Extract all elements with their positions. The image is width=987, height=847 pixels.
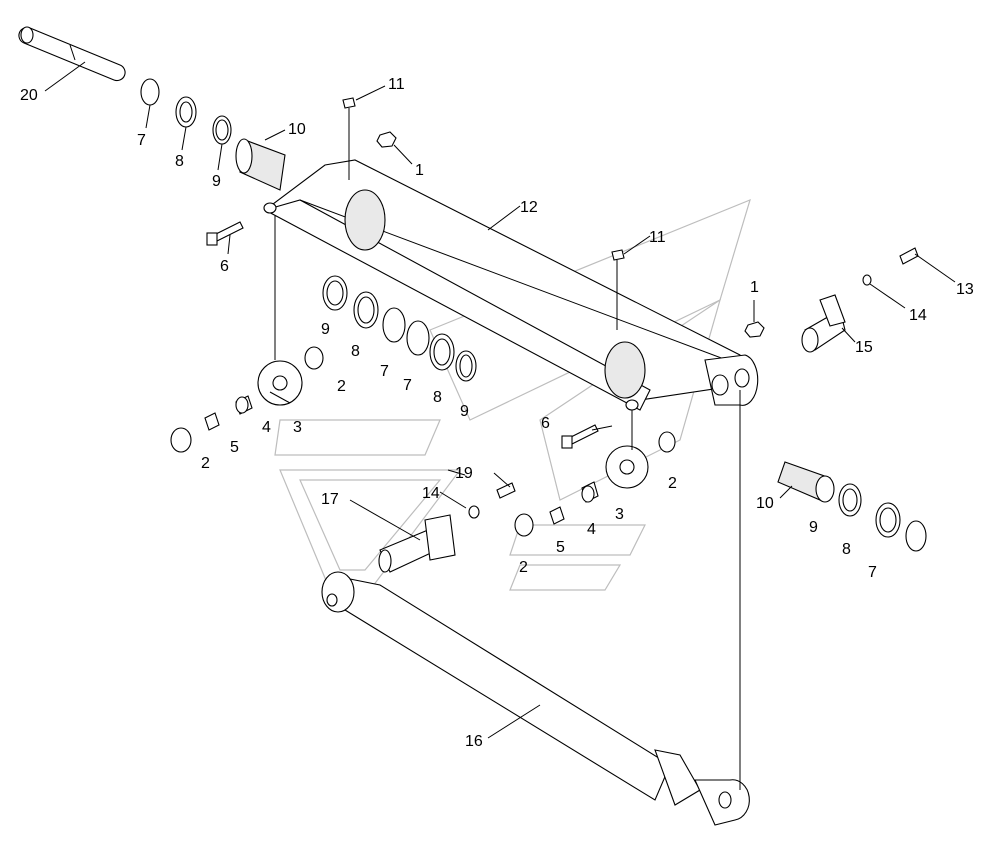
center-rings	[322, 275, 477, 382]
callout-8-b: 8	[351, 343, 360, 360]
callout-5-b: 5	[556, 539, 565, 556]
callout-20: 20	[20, 87, 38, 104]
callout-9-c: 9	[460, 403, 469, 420]
main-arm-12	[263, 159, 759, 411]
right-upper-parts	[801, 247, 919, 353]
callout-6-b: 6	[541, 415, 550, 432]
callout-9-b: 9	[321, 321, 330, 338]
left-sprocket-group	[170, 215, 324, 453]
callout-7-a: 7	[137, 132, 146, 149]
callout-14-a: 14	[909, 307, 927, 324]
callout-4-b: 4	[587, 521, 596, 538]
callout-11-a: 11	[388, 76, 405, 93]
callout-15: 15	[855, 339, 873, 356]
callout-10-b: 10	[756, 495, 774, 512]
right-sprocket-group	[514, 410, 676, 537]
callout-13: 13	[956, 281, 974, 298]
pin-17	[378, 482, 516, 573]
callout-1-a: 1	[415, 162, 424, 179]
callout-6-a: 6	[220, 258, 229, 275]
callout-8-c: 8	[433, 389, 442, 406]
callout-7-d: 7	[868, 564, 877, 581]
callout-19: 19	[455, 465, 473, 482]
callout-2-d: 2	[519, 559, 528, 576]
callout-11-b: 11	[649, 229, 666, 246]
callout-9-a: 9	[212, 173, 221, 190]
upper-left-rings	[140, 78, 286, 191]
pin-20	[18, 26, 126, 82]
hydraulic-cylinder-16	[321, 390, 750, 826]
callout-2-b: 2	[201, 455, 210, 472]
callout-8-a: 8	[175, 153, 184, 170]
lower-right-rings	[777, 461, 927, 552]
callout-12: 12	[520, 199, 538, 216]
callout-5-a: 5	[230, 439, 239, 456]
leader-lines	[44, 61, 956, 739]
callout-10-a: 10	[288, 121, 306, 138]
callout-2-a: 2	[337, 378, 346, 395]
callout-16: 16	[465, 733, 483, 750]
callout-17: 17	[321, 491, 339, 508]
callout-7-c: 7	[403, 377, 412, 394]
callout-8-d: 8	[842, 541, 851, 558]
callout-14-b: 14	[422, 485, 440, 502]
callout-3-b: 3	[615, 506, 624, 523]
fittings	[342, 97, 765, 338]
callout-labels: 20 7 8 9 10 11 1 12 6 11 1 13 14 15 9 8 …	[20, 76, 974, 750]
callout-1-b: 1	[750, 279, 759, 296]
callout-9-d: 9	[809, 519, 818, 536]
callout-2-c: 2	[668, 475, 677, 492]
callout-3-a: 3	[293, 419, 302, 436]
callout-4-a: 4	[262, 419, 271, 436]
callout-7-b: 7	[380, 363, 389, 380]
